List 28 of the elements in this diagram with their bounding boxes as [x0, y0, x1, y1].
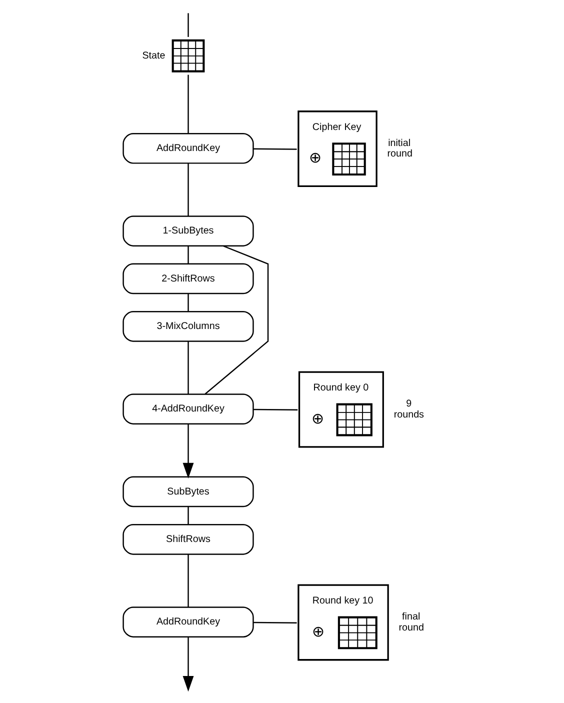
connector: [253, 622, 297, 624]
connector: [188, 294, 189, 312]
node-label: initial round: [387, 138, 412, 160]
connector: [188, 554, 189, 607]
connector: [253, 408, 298, 410]
node-box: 4-AddRoundKey: [122, 394, 254, 424]
connector: [188, 246, 189, 264]
arrow: [182, 424, 194, 479]
connector: [188, 506, 189, 525]
node-box: 3-MixColumns: [122, 311, 254, 342]
node-label: 9 rounds: [394, 398, 424, 420]
node-box: 2-ShiftRows: [122, 263, 254, 294]
connector: [188, 163, 189, 216]
node-label: State: [142, 50, 166, 62]
node-box: SubBytes: [122, 476, 254, 508]
arrow: [182, 637, 194, 692]
node-box: 1-SubBytes: [122, 216, 254, 246]
node-box: Round key 10 ⊕: [298, 584, 389, 661]
connector: [188, 74, 189, 134]
node-box: Round key 0 ⊕: [298, 371, 384, 448]
node-box: AddRoundKey: [122, 132, 254, 164]
connector: [188, 341, 189, 394]
node-box: ShiftRows: [122, 524, 254, 555]
connector: [188, 13, 189, 37]
connector: [253, 148, 297, 150]
node-box: Cipher Key ⊕: [298, 110, 378, 188]
node-label: final round: [398, 612, 424, 634]
node-box: AddRoundKey: [122, 606, 254, 638]
